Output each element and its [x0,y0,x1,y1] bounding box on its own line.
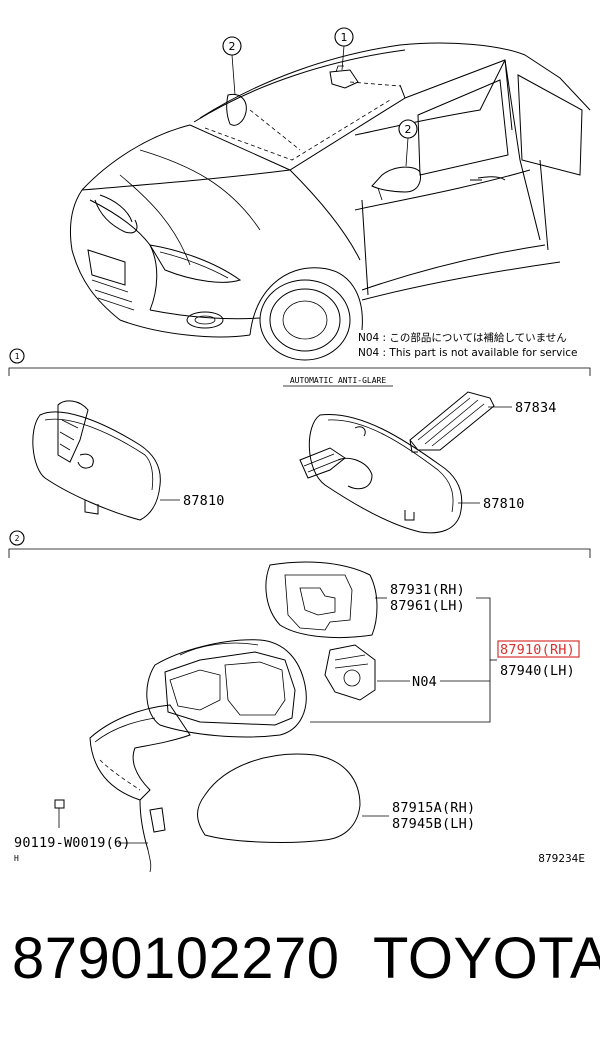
callout-marker-1-top: 1 [334,27,354,71]
label-87834: 87834 [515,400,557,416]
section-1-marker: 1 [9,348,25,364]
label-87945b-lh: 87945B(LH) [392,816,475,832]
label-90119-bolt: 90119-W0019(6) [14,835,131,851]
svg-text:1: 1 [341,31,348,44]
part-number-caption: 8790102270 [12,926,340,991]
label-87910-rh: 87910(RH) [500,642,575,658]
callout-marker-2-top-left: 2 [222,36,242,96]
note-n04-en: N04 : This part is not available for ser… [358,347,577,359]
brand-caption: TOYOTA [373,926,600,991]
corner-code: H [14,854,19,863]
parts-diagram: 1 2 2 N04 : この部品については補給していません N04 : This… [8,27,591,873]
label-87810-right: 87810 [483,496,525,512]
mirror-actuator-n04 [324,644,376,701]
rear-view-mirror-standard [32,400,161,521]
callout-marker-2-top-right: 2 [398,119,418,167]
label-87915a-rh: 87915A(RH) [392,800,475,816]
mirror-cover-87915a [197,753,361,843]
highlight-box-87910 [497,640,580,658]
svg-text:2: 2 [229,40,236,53]
figure-id: 879234E [538,853,585,865]
section-2-frame [8,548,591,558]
label-n04: N04 [412,674,437,690]
note-n04-jp: N04 : この部品については補給していません [358,331,567,344]
section-2-marker: 2 [9,530,25,546]
svg-text:2: 2 [15,534,20,543]
svg-text:2: 2 [405,123,412,136]
mirror-holder-87931 [265,561,378,639]
label-87940-lh: 87940(LH) [500,663,575,679]
svg-text:1: 1 [15,352,20,361]
rear-view-mirror-auto-anti-glare [299,413,463,534]
mirror-cover-87834 [409,391,495,453]
section-1-heading: AUTOMATIC ANTI-GLARE [290,376,387,385]
label-87810-left: 87810 [183,493,225,509]
label-87961-lh: 87961(LH) [390,598,465,614]
section-1-frame [8,367,591,376]
bolt-90119 [54,799,65,828]
label-87931-rh: 87931(RH) [390,582,465,598]
outer-mirror-housing [89,639,307,873]
car-illustration [69,42,591,361]
